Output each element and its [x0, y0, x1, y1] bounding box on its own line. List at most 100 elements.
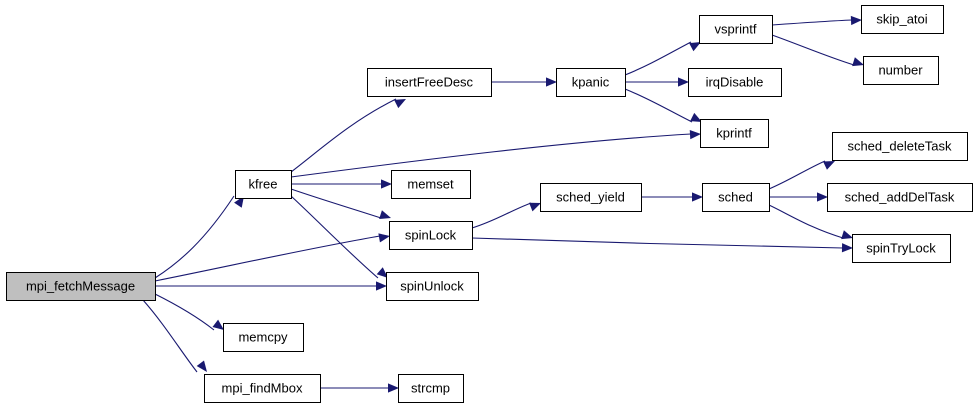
node-box[interactable]	[699, 15, 773, 44]
edge-line	[624, 41, 692, 76]
edge-sched_yield-to-sched	[641, 192, 703, 202]
edge-vsprintf-to-number	[771, 34, 864, 67]
edge-mpi_fetchMessage-to-mpi_findMbox	[142, 299, 207, 373]
node-kfree[interactable]: kfree	[235, 170, 292, 199]
edge-arrowhead	[196, 360, 207, 372]
node-kprintf[interactable]: kprintf	[700, 119, 769, 148]
edge-line	[471, 237, 844, 249]
node-box[interactable]	[861, 5, 944, 34]
edge-arrowhead	[817, 192, 828, 202]
edge-kpanic-to-kprintf	[624, 88, 702, 123]
node-box[interactable]	[700, 119, 769, 148]
edge-arrowhead	[678, 77, 689, 87]
node-number[interactable]: number	[863, 56, 939, 85]
edge-spinLock-to-spinTryLock	[471, 237, 853, 253]
edge-arrowhead	[692, 192, 703, 202]
edge-kfree-to-spinLock	[290, 188, 391, 220]
node-skip_atoi[interactable]: skip_atoi	[861, 5, 944, 34]
edge-line	[471, 202, 532, 229]
node-irqDisable[interactable]: irqDisable	[688, 68, 782, 97]
edge-kfree-to-kprintf	[290, 130, 701, 178]
node-box[interactable]	[540, 183, 642, 212]
edge-sched-to-spinTryLock	[768, 204, 853, 240]
edge-arrowhead	[841, 243, 853, 253]
edge-line	[154, 235, 381, 282]
node-box[interactable]	[386, 272, 479, 301]
node-box[interactable]	[223, 323, 304, 352]
node-box[interactable]	[827, 183, 973, 212]
edge-arrowhead	[378, 233, 390, 243]
node-mpi_findMbox[interactable]: mpi_findMbox	[204, 374, 321, 403]
edge-kfree-to-memset	[291, 179, 392, 189]
node-sched_yield[interactable]: sched_yield	[540, 183, 642, 212]
node-strcmp[interactable]: strcmp	[398, 374, 464, 403]
edge-kfree-to-insertFreeDesc	[290, 98, 406, 173]
node-box[interactable]	[204, 374, 321, 403]
node-box[interactable]	[556, 68, 626, 97]
edge-sched-to-sched_deleteTask	[768, 160, 835, 190]
edge-line	[154, 293, 215, 331]
edge-line	[142, 299, 198, 373]
edge-line	[290, 98, 397, 173]
node-box[interactable]	[832, 132, 968, 161]
edge-mpi_fetchMessage-to-memcpy	[154, 293, 224, 331]
node-sched_deleteTask[interactable]: sched_deleteTask	[832, 132, 968, 161]
edge-insertFreeDesc-to-kpanic	[491, 77, 557, 87]
edge-sched-to-sched_addDelTask	[769, 192, 828, 202]
edge-kpanic-to-vsprintf	[624, 41, 701, 76]
edge-line	[768, 204, 844, 239]
edge-line	[290, 133, 692, 178]
edge-arrowhead	[690, 112, 702, 122]
edge-arrowhead	[823, 161, 835, 170]
node-box[interactable]	[702, 183, 770, 212]
node-box[interactable]	[863, 56, 939, 85]
edge-mpi_fetchMessage-to-spinUnlock	[155, 281, 387, 291]
edge-line	[771, 34, 855, 66]
node-box[interactable]	[235, 170, 292, 199]
edge-mpi_fetchMessage-to-kfree	[154, 195, 244, 279]
node-mpi_fetchMessage[interactable]: mpi_fetchMessage	[6, 272, 156, 301]
edge-line	[768, 160, 826, 190]
edge-arrowhead	[376, 281, 387, 291]
edge-arrowhead	[841, 230, 853, 240]
edge-line	[290, 188, 382, 219]
node-box[interactable]	[852, 234, 951, 263]
edge-vsprintf-to-skip_atoi	[771, 15, 862, 26]
edge-kpanic-to-irqDisable	[625, 77, 689, 87]
edge-line	[154, 195, 235, 279]
node-box[interactable]	[6, 272, 156, 301]
node-spinTryLock[interactable]: spinTryLock	[852, 234, 951, 263]
node-box[interactable]	[367, 68, 492, 97]
edge-mpi_findMbox-to-strcmp	[320, 383, 399, 393]
edge-arrowhead	[689, 42, 701, 52]
node-vsprintf[interactable]: vsprintf	[699, 15, 773, 44]
edge-arrowhead	[376, 267, 388, 278]
edge-arrowhead	[850, 15, 862, 26]
edge-arrowhead	[546, 77, 557, 87]
node-sched_addDelTask[interactable]: sched_addDelTask	[827, 183, 973, 212]
edge-arrowhead	[852, 57, 864, 67]
node-insertFreeDesc[interactable]: insertFreeDesc	[367, 68, 492, 97]
edges-layer	[142, 15, 864, 393]
edge-spinLock-to-sched_yield	[471, 202, 541, 229]
edge-line	[771, 19, 853, 26]
edge-line	[624, 88, 693, 123]
edge-arrowhead	[381, 179, 392, 189]
node-spinLock[interactable]: spinLock	[389, 221, 473, 250]
node-box[interactable]	[391, 170, 471, 199]
node-box[interactable]	[389, 221, 473, 250]
node-spinUnlock[interactable]: spinUnlock	[386, 272, 479, 301]
edge-kfree-to-spinUnlock	[290, 195, 388, 279]
node-box[interactable]	[398, 374, 464, 403]
node-box[interactable]	[688, 68, 782, 97]
edge-arrowhead	[388, 383, 399, 393]
node-memcpy[interactable]: memcpy	[223, 323, 304, 352]
edge-arrowhead	[529, 202, 541, 212]
edge-arrowhead	[212, 319, 224, 330]
edge-line	[290, 195, 379, 279]
node-kpanic[interactable]: kpanic	[556, 68, 626, 97]
node-memset[interactable]: memset	[391, 170, 471, 199]
node-sched[interactable]: sched	[702, 183, 770, 212]
edge-arrowhead	[394, 99, 406, 109]
